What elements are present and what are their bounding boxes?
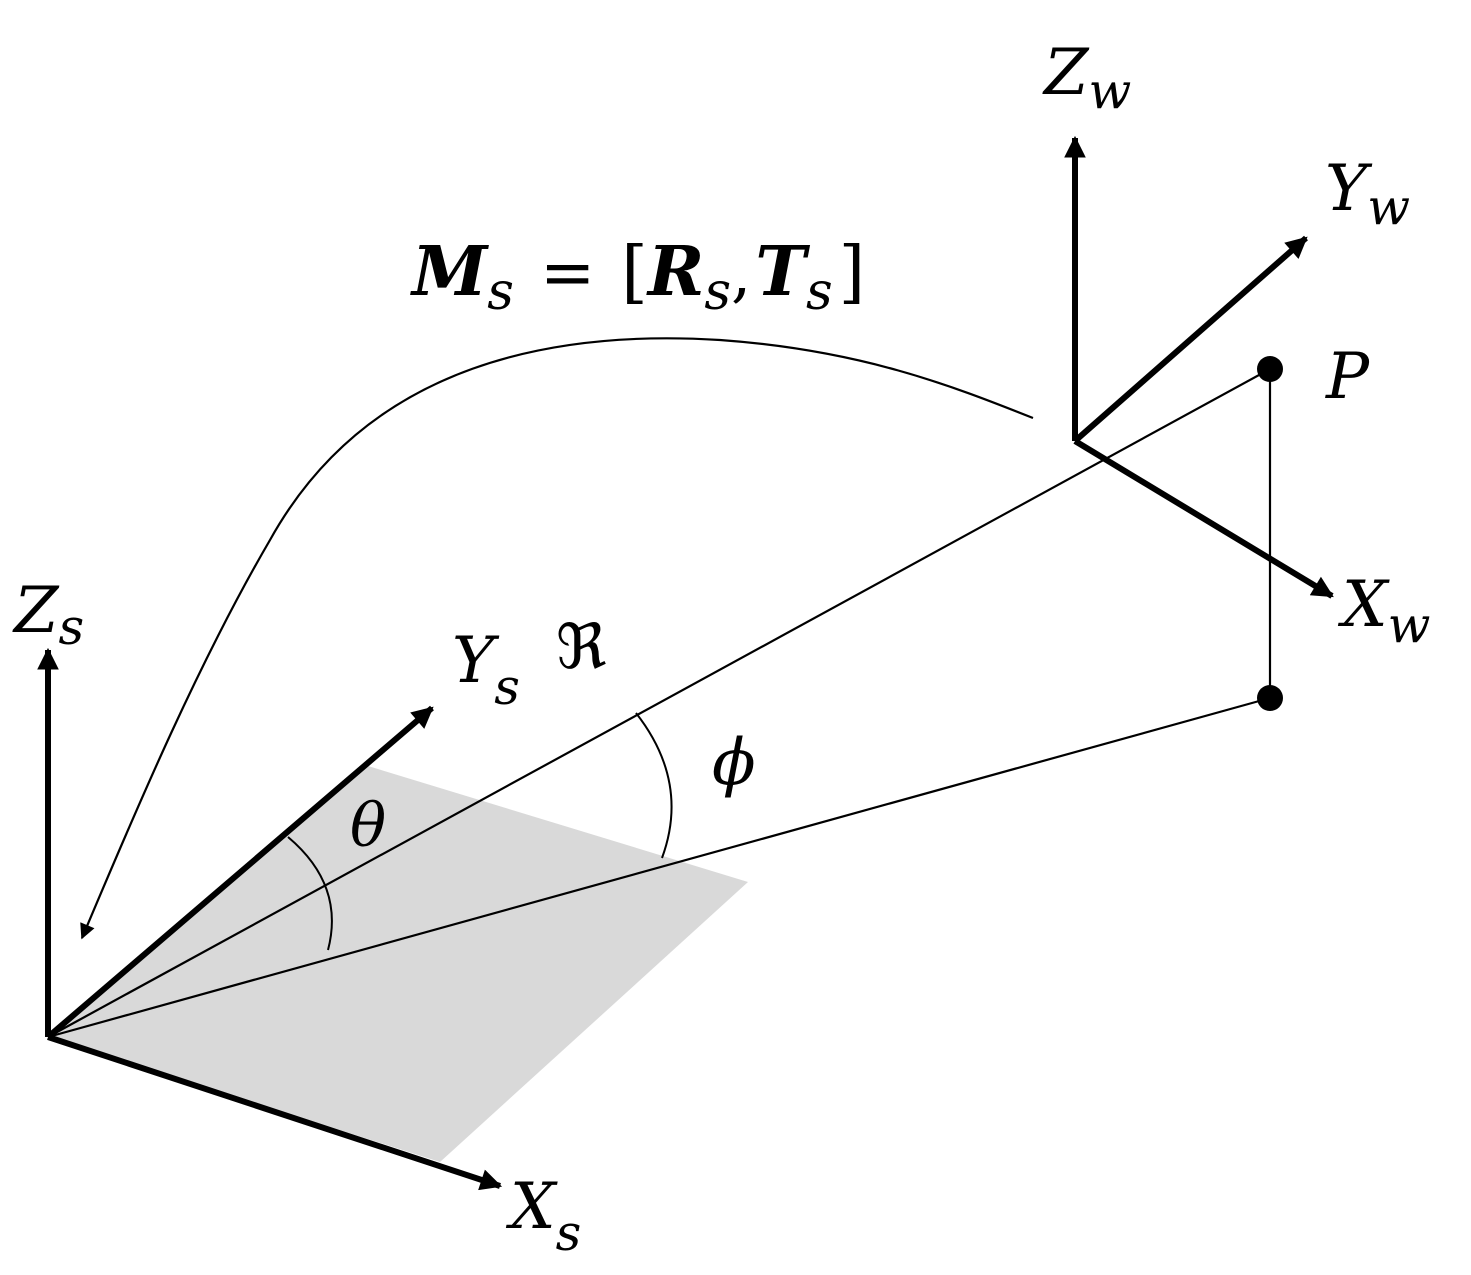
- projection-ray: [47, 696, 1271, 1039]
- point-p-dot: [1257, 356, 1283, 382]
- world-y-label: Yw: [1325, 152, 1410, 236]
- point-p-label: P: [1325, 340, 1370, 414]
- projection-dot: [1257, 685, 1283, 711]
- theta-arc: [287, 836, 333, 951]
- transform-equation: Ms=[Rs,Ts]: [410, 232, 865, 322]
- sensor-z-label: Zs: [12, 574, 84, 656]
- sensor-x-axis: [47, 1034, 503, 1191]
- world-z-label: Zw: [1042, 36, 1131, 120]
- theta-label: θ: [350, 791, 386, 861]
- range-symbol: ℜ: [556, 610, 606, 683]
- sensor-y-label: Ys: [452, 624, 520, 716]
- sensor-x-label: Xs: [505, 1170, 581, 1262]
- world-x-label: Xw: [1337, 568, 1430, 654]
- transform-curve: [80, 337, 1034, 940]
- world-y-axis: [1073, 235, 1308, 444]
- ground-plane: [48, 766, 748, 1162]
- phi-arc: [635, 712, 673, 859]
- world-x-axis: [1073, 438, 1334, 599]
- sensor-y-axis: [46, 705, 434, 1040]
- range-ray: [47, 368, 1271, 1038]
- phi-label: ϕ: [712, 726, 756, 800]
